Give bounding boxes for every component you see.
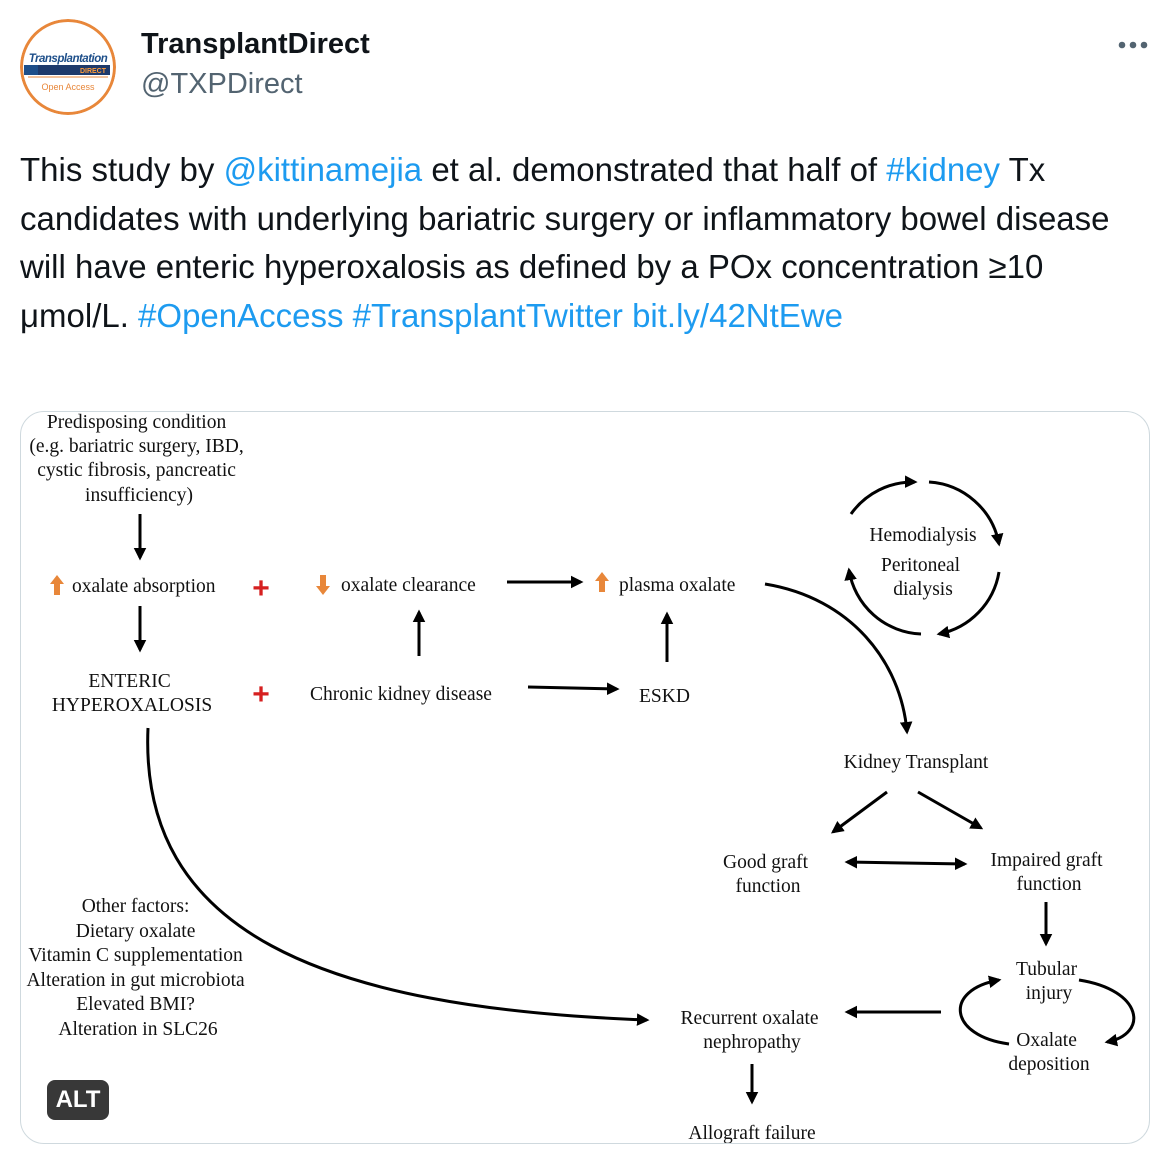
arrow-diagonal [830,790,888,834]
peritoneal-dialysis-text: Peritoneal dialysis [881,555,965,600]
tubular-injury-text: Tubular injury [1016,959,1082,1004]
tweet-text-segment: This study by [20,151,224,188]
arrow-curved-right-cycle [1078,978,1136,1047]
oxalate-absorption-text: oxalate absorption [72,576,216,597]
down-arrow-orange [316,575,330,595]
other-factors-text: Other factors: Dietary oxalate Vitamin C… [26,896,249,1040]
oxalate-deposition-text: Oxalate deposition [1008,1030,1089,1075]
hemodialysis-text: Hemodialysis [869,525,976,546]
dialysis-cycle-arrows [844,475,1004,639]
oxalate-clearance-text: oxalate clearance [341,575,476,596]
impaired-graft-function-text: Impaired graft function [991,850,1108,895]
transplantation-direct-logo: Transplantation DIRECT Open Access [20,19,116,115]
plus-sign: + [252,678,270,711]
plus-sign: + [252,572,270,605]
arrow-curved [764,582,913,735]
author-display-name[interactable]: TransplantDirect [141,28,370,60]
enteric-hyperoxalosis-text: ENTERIC HYPEROXALOSIS [52,671,212,716]
more-options-icon[interactable] [1112,30,1156,60]
mention-link[interactable]: @kittinamejia [223,151,423,188]
hashtag-openaccess-link[interactable]: #OpenAccess [138,296,344,334]
hashtag-transplanttwitter-link[interactable]: #TransplantTwitter [352,296,623,334]
good-graft-function-text: Good graft function [723,852,813,897]
tweet-text-segment: Tx candidates with underlying bariatric … [20,151,1110,334]
arrow-curved-left-cycle [958,975,1010,1046]
up-arrow-orange [595,572,609,592]
alt-text-button[interactable]: ALT [47,1080,109,1120]
up-arrow-orange [50,575,64,595]
author-avatar[interactable]: Transplantation DIRECT Open Access [20,19,116,115]
external-url-link[interactable]: bit.ly/42NtEwe [632,296,844,334]
tweet-text-segment: et al. demonstrated that half of [422,151,887,188]
predisposing-condition-text: Predisposing condition (e.g. bariatric s… [29,412,248,506]
chronic-kidney-disease-text: Chronic kidney disease [310,684,492,705]
kidney-transplant-text: Kidney Transplant [844,752,989,773]
author-handle[interactable]: @TXPDirect [141,68,303,100]
logo-text-transplantation: Transplantation [29,53,108,65]
logo-text-open-access: Open Access [41,82,95,92]
recurrent-oxalate-nephropathy-text: Recurrent oxalate nephropathy [681,1008,824,1053]
arrow-right [527,682,620,696]
logo-text-direct: DIRECT [80,68,107,75]
media-image[interactable]: Predisposing condition (e.g. bariatric s… [20,411,1150,1144]
arrow-curved-long [146,727,650,1026]
plasma-oxalate-text: plasma oxalate [619,575,735,596]
allograft-failure-text: Allograft failure [688,1123,815,1144]
arrow-diagonal [917,790,984,830]
tweet-text: This study by @kittinamejia et al. demon… [20,146,1150,340]
arrow-bidirectional [844,855,968,871]
eskd-text: ESKD [639,686,690,707]
hashtag-kidney-link[interactable]: #kidney [886,151,1001,188]
pathophysiology-diagram: Predisposing condition (e.g. bariatric s… [26,412,1136,1144]
